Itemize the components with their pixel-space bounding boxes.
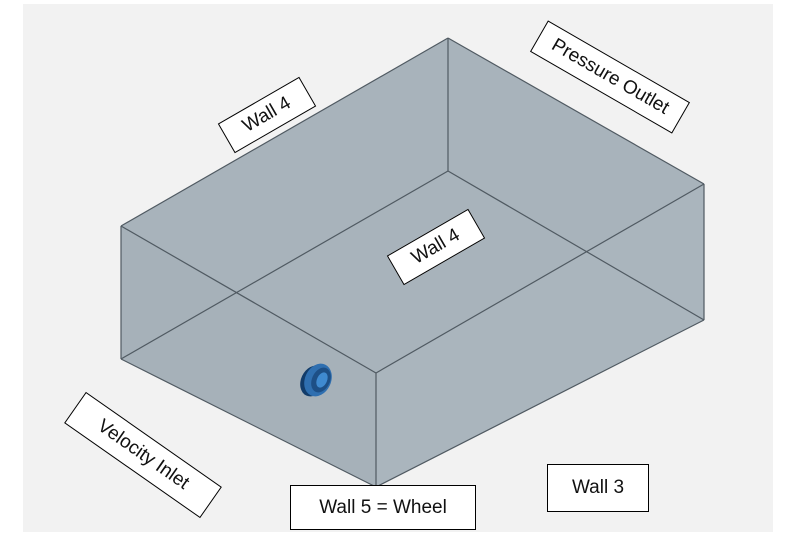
label-wall3: Wall 3: [547, 464, 649, 512]
domain-edges: [120, 37, 705, 488]
wheel-icon: [300, 363, 332, 397]
domain-right-face: [376, 184, 704, 487]
domain-top-face: [121, 38, 704, 373]
label-wall5-wheel: Wall 5 = Wheel: [290, 485, 476, 530]
domain-front-face: [121, 226, 376, 487]
